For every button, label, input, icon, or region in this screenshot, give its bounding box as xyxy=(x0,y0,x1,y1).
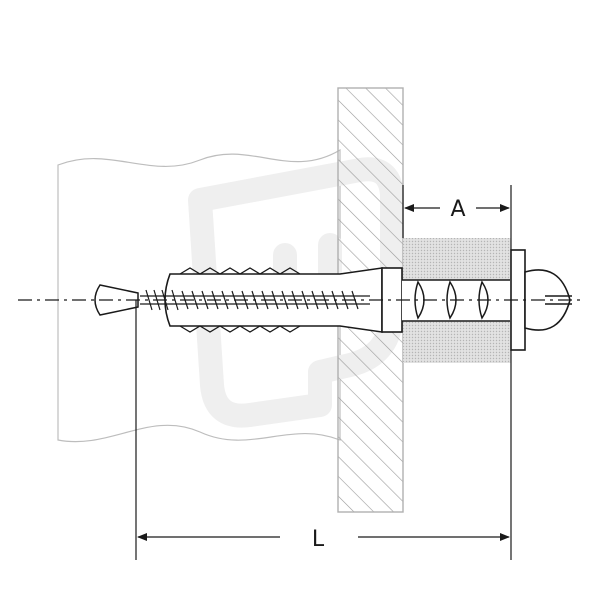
dimension-a-label: A xyxy=(450,197,465,222)
clamped-material-bottom xyxy=(403,321,511,363)
screw-tip xyxy=(94,284,139,316)
dimension-l-label: L xyxy=(312,527,325,552)
plug-ribs xyxy=(179,267,301,333)
clamped-material-top xyxy=(403,238,511,280)
